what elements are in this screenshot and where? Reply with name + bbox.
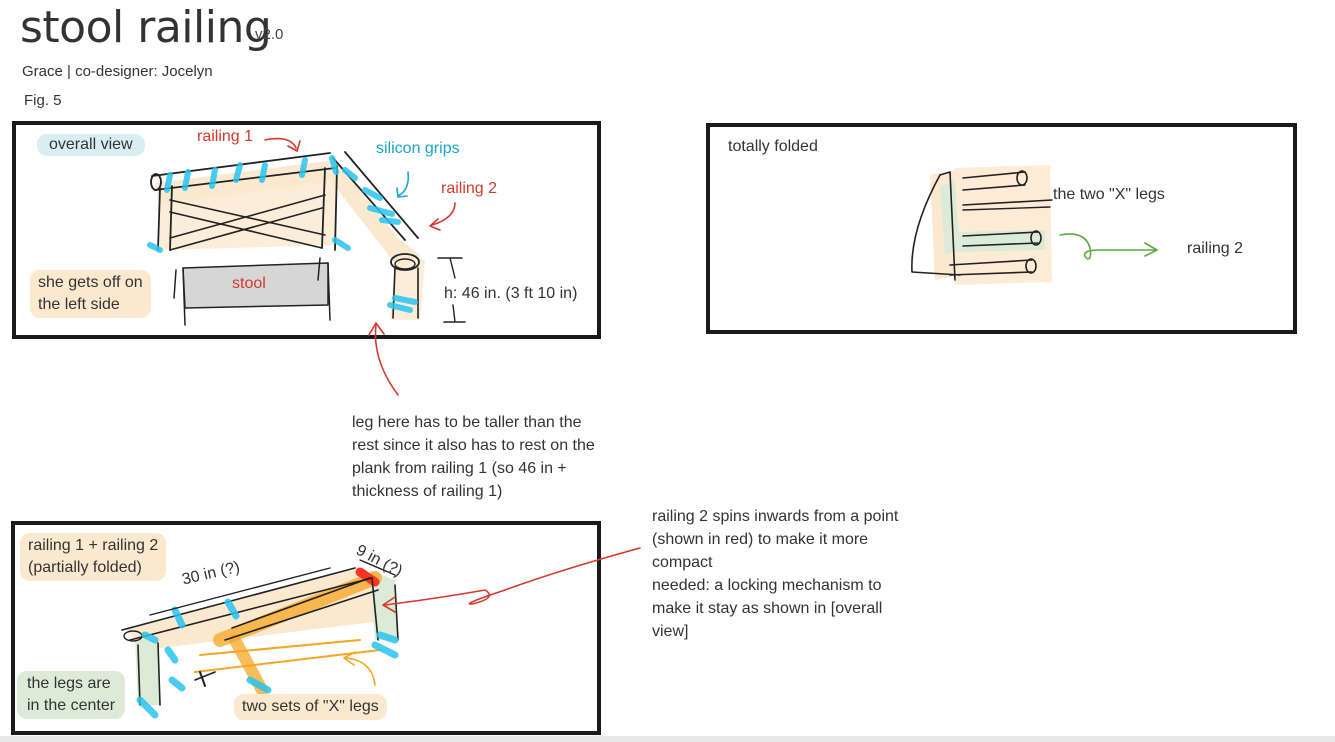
spin-mechanism-note: railing 2 spins inwards from a point (sh… <box>652 505 898 643</box>
exit-side-label-line-2: the left side <box>38 294 143 316</box>
totally-folded-label: totally folded <box>728 136 818 158</box>
height-label: h: 46 in. (3 ft 10 in) <box>444 283 577 305</box>
exit-side-label-line-1: she gets off on <box>38 272 143 294</box>
leg-note-line-2: rest since it also has to rest on the <box>352 434 595 457</box>
leg-note-line-3: plank from railing 1 (so 46 in + <box>352 457 595 480</box>
spin-note-line-2: (shown in red) to make it more <box>652 528 898 551</box>
x-legs-label: the two "X" legs <box>1053 184 1165 206</box>
spin-note-line-1: railing 2 spins inwards from a point <box>652 505 898 528</box>
railing-1-label: railing 1 <box>197 126 253 148</box>
spin-note-line-3: compact <box>652 551 898 574</box>
folded-view-sketch <box>912 165 1157 285</box>
legs-center-label-line-1: the legs are <box>27 673 115 695</box>
stool-label: stool <box>232 273 266 295</box>
partial-fold-label-line-1: railing 1 + railing 2 <box>28 535 158 557</box>
partial-fold-label-line-2: (partially folded) <box>28 557 158 579</box>
silicon-grips-label: silicon grips <box>376 138 460 160</box>
spin-note-line-4: needed: a locking mechanism to <box>652 574 898 597</box>
leg-height-note: leg here has to be taller than the rest … <box>352 411 595 503</box>
spin-note-line-6: view] <box>652 620 898 643</box>
folded-railing-2-label: railing 2 <box>1187 238 1243 260</box>
horizontal-scrollbar[interactable] <box>0 736 1335 742</box>
leg-note-line-4: thickness of railing 1) <box>352 480 595 503</box>
two-x-legs-label: two sets of "X" legs <box>234 694 387 720</box>
exit-side-label: she gets off on the left side <box>30 270 151 318</box>
overall-view-label: overall view <box>37 134 145 156</box>
legs-center-label: the legs are in the center <box>17 671 125 719</box>
leg-note-line-1: leg here has to be taller than the <box>352 411 595 434</box>
railing-2-label: railing 2 <box>441 178 497 200</box>
spin-note-line-5: make it stay as shown in [overall <box>652 597 898 620</box>
overall-view-sketch <box>150 139 465 395</box>
partial-fold-label: railing 1 + railing 2 (partially folded) <box>20 533 166 581</box>
legs-center-label-line-2: in the center <box>27 695 115 717</box>
